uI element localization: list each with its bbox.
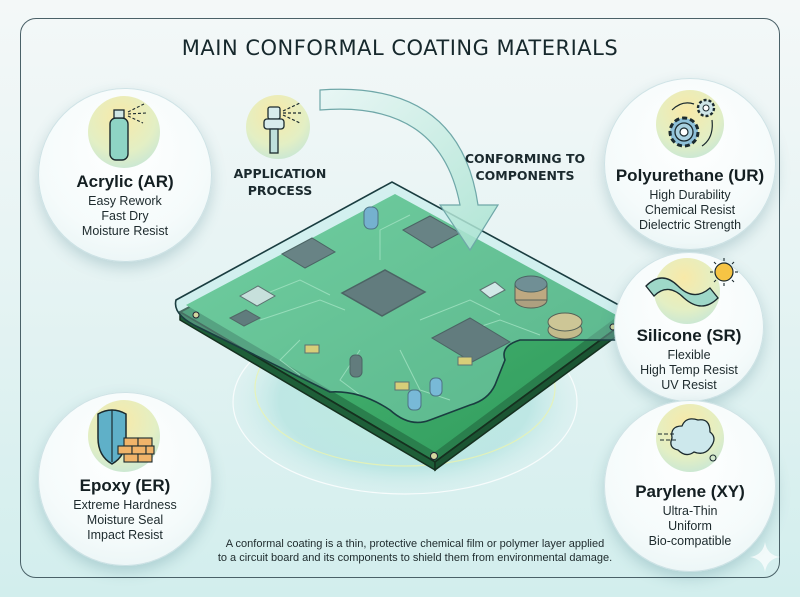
material-card-epoxy: Epoxy (ER) Extreme Hardness Moisture Sea… xyxy=(38,392,212,566)
material-property: Dielectric Strength xyxy=(638,218,742,232)
material-card-parylene: Parylene (XY) Ultra-Thin Uniform Bio-com… xyxy=(604,400,776,572)
material-property: Fast Dry xyxy=(101,209,149,223)
material-property: Impact Resist xyxy=(87,528,163,542)
gears-icon xyxy=(668,98,716,148)
material-property: Ultra-Thin xyxy=(662,504,718,518)
material-name: Parylene (XY) xyxy=(635,482,745,501)
material-name: Polyurethane (UR) xyxy=(615,166,765,185)
material-property: Moisture Resist xyxy=(81,224,169,238)
material-card-polyurethane: Polyurethane (UR) High Durability Chemic… xyxy=(604,78,776,250)
material-name: Acrylic (AR) xyxy=(76,172,174,191)
sparkle-icon xyxy=(750,542,780,572)
material-name: Silicone (SR) xyxy=(636,326,742,345)
material-name: Epoxy (ER) xyxy=(79,476,171,495)
material-property: Chemical Resist xyxy=(644,203,736,217)
material-card-silicone: Silicone (SR) Flexible High Temp Resist … xyxy=(614,252,764,402)
material-property: Uniform xyxy=(668,519,712,533)
material-property: Flexible xyxy=(667,348,711,362)
application-process-label: APPLICATION PROCESS xyxy=(233,166,327,198)
material-property: Moisture Seal xyxy=(86,513,164,527)
definition-caption: A conformal coating is a thin, protectiv… xyxy=(217,538,613,564)
vapor-cloud-icon xyxy=(658,418,717,462)
material-property: UV Resist xyxy=(661,378,717,392)
material-property: High Temp Resist xyxy=(640,363,738,377)
spray-nozzle-icon xyxy=(263,102,302,154)
material-property: Extreme Hardness xyxy=(73,498,177,512)
shield-brick-icon xyxy=(97,409,155,465)
material-property: Bio-compatible xyxy=(648,534,732,548)
material-property: Easy Rework xyxy=(88,194,162,208)
conforming-label: CONFORMING TO COMPONENTS xyxy=(464,151,586,183)
flexible-sheet-sun-icon xyxy=(645,258,738,307)
material-property: High Durability xyxy=(649,188,731,202)
page-title: MAIN CONFORMAL COATING MATERIALS xyxy=(181,36,619,60)
spray-can-icon xyxy=(109,103,147,161)
infographic-frame xyxy=(20,18,780,578)
material-card-acrylic: Acrylic (AR) Easy Rework Fast Dry Moistu… xyxy=(38,88,212,262)
